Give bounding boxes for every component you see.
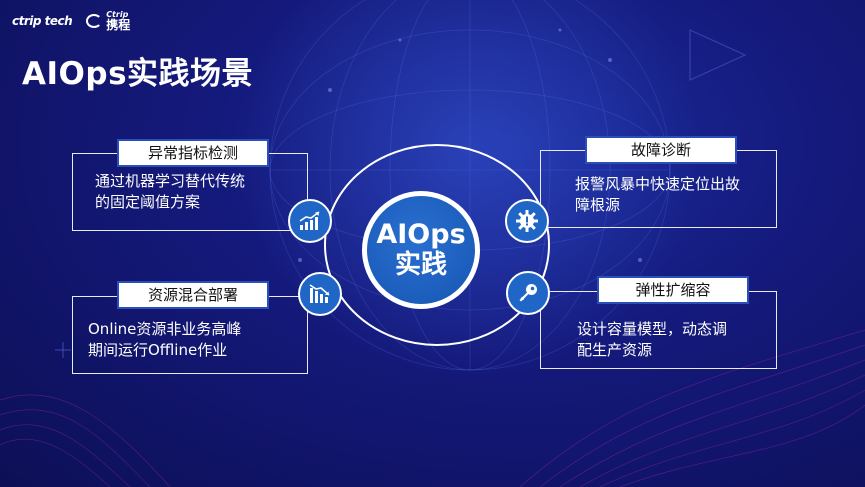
hub-subtitle: 实践 <box>394 250 447 280</box>
trend-down-chart-icon <box>309 284 330 303</box>
scenario-tag-fault-diagnosis: 故障诊断 <box>585 136 737 164</box>
hub-title: AIOps <box>376 219 466 250</box>
scenario-description: 报警风暴中快速定位出故 障根源 <box>575 175 741 214</box>
scenario-tag-hybrid-deployment: 资源混合部署 <box>117 281 269 309</box>
trend-up-chart-icon <box>299 211 320 230</box>
header-logos: ctrip tech Ctrip 携程 <box>12 10 130 32</box>
scenario-description: 设计容量模型，动态调 配生产资源 <box>577 320 728 359</box>
ctrip-tech-logo: ctrip tech <box>12 14 73 28</box>
scenario-icon-elastic-scaling <box>506 271 550 315</box>
scenario-tag-elastic-scaling: 弹性扩缩容 <box>597 276 749 304</box>
aiops-hub-inner: AIOps 实践 <box>367 196 475 304</box>
page-title: AIOps实践场景 <box>22 56 254 92</box>
key-icon <box>519 284 537 302</box>
scenario-icon-fault-diagnosis <box>505 199 549 243</box>
scenario-icon-anomaly-detection <box>288 199 332 243</box>
scenario-icon-hybrid-deployment <box>298 272 342 316</box>
brand-cn: 携程 <box>106 18 131 32</box>
scenario-card-anomaly-detection: 通过机器学习替代传统 的固定阈值方案 <box>72 153 308 231</box>
aiops-hub: AIOps 实践 <box>362 191 480 309</box>
scenario-description: Online资源非业务高峰 期间运行Offline作业 <box>88 320 242 359</box>
scenario-description: 通过机器学习替代传统 的固定阈值方案 <box>95 172 246 211</box>
ctrip-logo-icon <box>86 14 103 28</box>
hub-ring <box>324 144 550 346</box>
alert-gear-icon <box>516 210 538 232</box>
ctrip-brand-logo: Ctrip 携程 <box>86 10 130 32</box>
brand-en: Ctrip <box>106 10 129 19</box>
scenario-tag-anomaly-detection: 异常指标检测 <box>117 139 269 167</box>
